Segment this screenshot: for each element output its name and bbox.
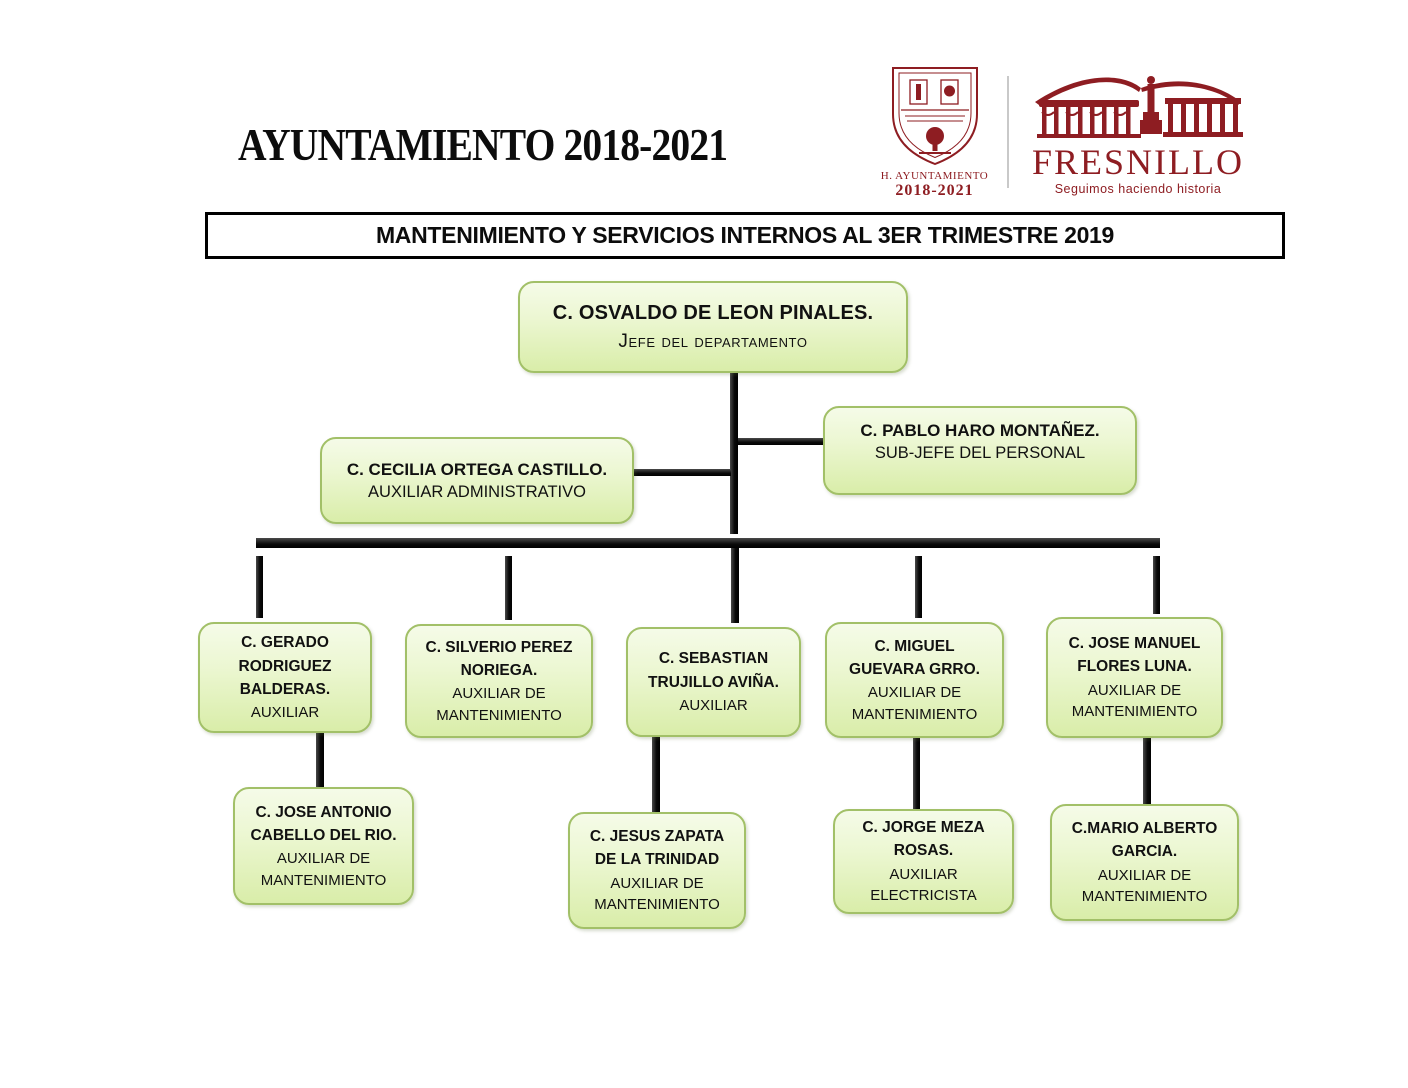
crest-caption: H. AYUNTAMIENTO (880, 170, 989, 182)
brand-name: FRESNILLO (1031, 142, 1244, 182)
org-node-jose-antonio-cabello: C. JOSE ANTONIO CABELLO DEL RIO. AUXILIA… (233, 787, 414, 905)
crest-shield-icon (891, 67, 978, 166)
fresnillo-logo: FRESNILLO Seguimos haciendo historia (1023, 68, 1253, 196)
person-name: C. JOSE MANUEL FLORES LUNA. (1068, 635, 1201, 676)
brand-tagline: Seguimos haciendo historia (1054, 182, 1222, 196)
person-role: AUXILIAR DE MANTENIMIENTO (851, 684, 978, 723)
org-node-auxiliar-administrativo: C. CECILIA ORTEGA CASTILLO. AUXILIAR ADM… (320, 437, 634, 524)
person-role: SUB-JEFE DEL PERSONAL (874, 444, 1086, 462)
org-node-miguel-guevara: C. MIGUEL GUEVARA GRRO. AUXILIAR DE MANT… (825, 622, 1004, 738)
connector-line (738, 438, 823, 445)
person-name: C. MIGUEL GUEVARA GRRO. (849, 637, 980, 678)
person-name: C. SEBASTIAN TRUJILLO AVIÑA. (648, 650, 779, 691)
person-name: C. SILVERIO PEREZ NORIEGA. (425, 638, 573, 679)
org-node-silverio-perez: C. SILVERIO PEREZ NORIEGA. AUXILIAR DE M… (405, 624, 593, 738)
org-node-jesus-zapata: C. JESUS ZAPATA DE LA TRINIDAD AUXILIAR … (568, 812, 746, 929)
connector-line (634, 469, 731, 476)
org-node-subjefe-personal: C. PABLO HARO MONTAÑEZ. SUB-JEFE DEL PER… (823, 406, 1137, 495)
crest-years: 2018-2021 (895, 182, 974, 199)
person-name: C. GERADO RODRIGUEZ BALDERAS. (238, 634, 332, 698)
connector-line (1143, 737, 1151, 805)
person-role: AUXILIAR DE MANTENIMIENTO (594, 874, 720, 914)
logo-divider (1007, 76, 1009, 188)
person-role: AUXILIAR ADMINISTRATIVO (368, 482, 586, 501)
connector-line (652, 736, 660, 812)
connector-line (505, 556, 512, 620)
person-role: AUXILIAR (250, 704, 320, 721)
person-name: C. JORGE MEZA ROSAS. (862, 819, 985, 860)
person-name: C. JOSE ANTONIO CABELLO DEL RIO. (250, 803, 397, 844)
person-name: C. JESUS ZAPATA DE LA TRINIDAD (589, 828, 725, 869)
org-node-sebastian-trujillo: C. SEBASTIAN TRUJILLO AVIÑA. AUXILIAR (626, 627, 801, 737)
municipal-crest: H. AYUNTAMIENTO 2018-2021 (872, 64, 997, 200)
org-node-jose-manuel-flores: C. JOSE MANUEL FLORES LUNA. AUXILIAR DE … (1046, 617, 1223, 738)
org-node-gerado-rodriguez: C. GERADO RODRIGUEZ BALDERAS. AUXILIAR (198, 622, 372, 733)
person-role: AUXILIAR DE MANTENIMIENTO (1081, 866, 1208, 906)
chart-title: MANTENIMIENTO Y SERVICIOS INTERNOS AL 3E… (375, 222, 1115, 248)
connector-line (731, 548, 739, 623)
connector-line (256, 556, 263, 618)
person-role: AUXILIAR DE MANTENIMIENTO (1071, 681, 1198, 721)
connector-line (256, 538, 1160, 548)
connector-line (915, 556, 922, 618)
connector-line (1153, 556, 1160, 614)
org-node-mario-alberto-garcia: C.MARIO ALBERTO GARCIA. AUXILIAR DE MANT… (1050, 804, 1239, 921)
person-name: C. PABLO HARO MONTAÑEZ. (860, 421, 1100, 440)
person-role: Jefe del departamento (618, 330, 808, 352)
person-name: C. CECILIA ORTEGA CASTILLO. (346, 459, 608, 479)
header-logos: H. AYUNTAMIENTO 2018-2021 (872, 62, 1262, 202)
chart-title-banner: MANTENIMIENTO Y SERVICIOS INTERNOS AL 3E… (205, 212, 1285, 259)
connector-line (316, 732, 324, 788)
person-name: C.MARIO ALBERTO GARCIA. (1071, 820, 1218, 861)
page-title: AYUNTAMIENTO 2018-2021 (238, 119, 728, 170)
monument-icon (1035, 76, 1243, 138)
person-role: AUXILIAR DE MANTENIMIENTO (260, 850, 387, 889)
person-name: C. OSVALDO DE LEON PINALES. (552, 301, 874, 324)
person-role: AUXILIAR (679, 696, 748, 714)
org-node-jorge-meza: C. JORGE MEZA ROSAS. AUXILIAR ELECTRICIS… (833, 809, 1014, 914)
connector-line (730, 372, 738, 534)
connector-line (913, 737, 920, 809)
person-role: AUXILIAR DE MANTENIMIENTO (436, 685, 562, 724)
org-node-jefe-departamento: C. OSVALDO DE LEON PINALES. Jefe del dep… (518, 281, 908, 373)
person-role: AUXILIAR ELECTRICISTA (870, 865, 977, 905)
